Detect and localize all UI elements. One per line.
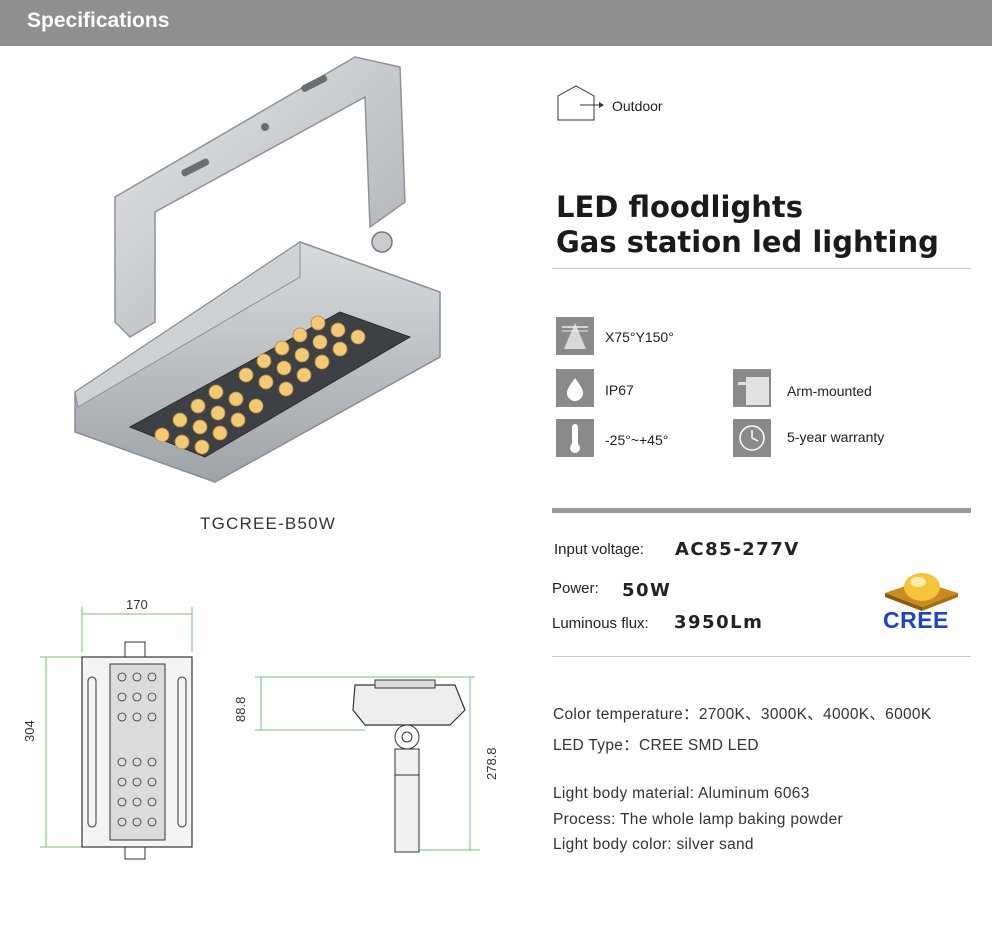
- led-type: LED Type：CREE SMD LED: [553, 737, 759, 754]
- front-dimension-drawing: [40, 607, 193, 860]
- dimension-side-top: 88.8: [233, 696, 248, 722]
- product-title-line1: LED floodlights: [556, 190, 803, 224]
- temperature-label: -25°~+45°: [605, 432, 669, 448]
- divider: [552, 656, 971, 657]
- divider: [552, 268, 971, 269]
- house-arrow-icon: [557, 85, 604, 121]
- beam-angle-label: X75°Y150°: [605, 329, 674, 345]
- arm-mount-icon: [733, 369, 771, 407]
- warranty-label: 5-year warranty: [787, 429, 885, 445]
- section-title: Specifications: [27, 9, 170, 32]
- luminous-flux-label: Luminous flux:: [552, 615, 649, 632]
- floodlight-product-image: [74, 56, 441, 483]
- thick-divider: [552, 508, 971, 513]
- water-drop-icon: [556, 369, 594, 407]
- ip-rating-label: IP67: [605, 382, 634, 398]
- process: Process: The whole lamp baking powder: [553, 811, 843, 828]
- body-material: Light body material: Aluminum 6063: [553, 785, 810, 802]
- thermometer-icon: [556, 419, 594, 457]
- color-temperature: Color temperature：2700K、3000K、4000K、6000…: [553, 706, 932, 723]
- mount-label: Arm-mounted: [787, 383, 872, 399]
- dimension-side-total: 278.8: [484, 747, 499, 780]
- product-model: TGCREE-B50W: [200, 514, 336, 533]
- cree-led-logo-icon: [885, 573, 958, 611]
- input-voltage-value: AC85-277V: [675, 539, 800, 560]
- input-voltage-label: Input voltage:: [554, 541, 645, 558]
- product-title-line2: Gas station led lighting: [556, 225, 939, 259]
- clock-icon: [733, 419, 771, 457]
- dimension-width: 170: [126, 597, 148, 612]
- section-header: Specifications: [0, 0, 992, 46]
- cree-brand-text: CREE: [883, 607, 949, 633]
- luminous-flux-value: 3950Lm: [674, 612, 764, 633]
- body-color: Light body color: silver sand: [553, 836, 754, 853]
- power-value: 50W: [622, 580, 672, 601]
- application-label: Outdoor: [612, 98, 663, 114]
- side-dimension-drawing: [255, 676, 480, 853]
- dimension-height: 304: [22, 720, 37, 742]
- beam-angle-icon: [556, 317, 594, 355]
- power-label: Power:: [552, 580, 599, 597]
